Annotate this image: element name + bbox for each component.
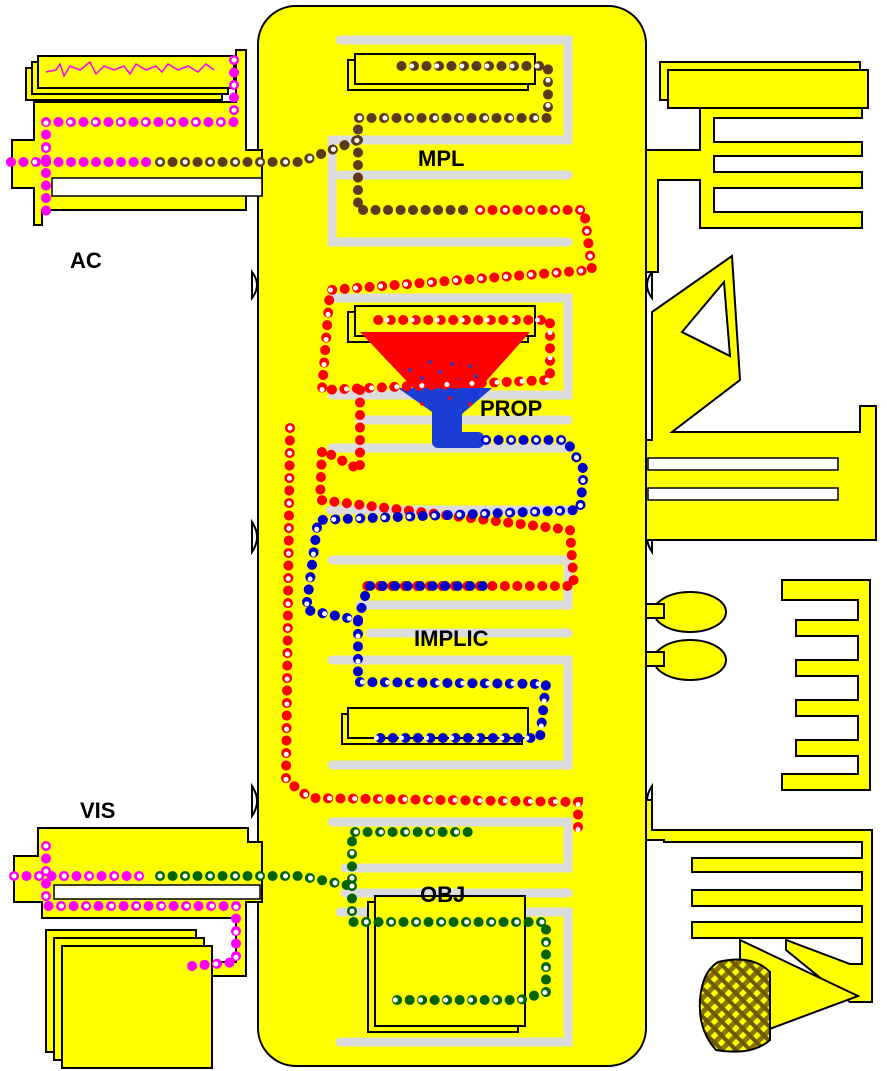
label-vis: VIS [80, 798, 116, 823]
brown-path-2 [353, 135, 475, 215]
ac-channel [51, 177, 263, 197]
prop-triangle [680, 279, 732, 358]
green-path-2 [347, 881, 551, 1005]
label-obj: OBJ [420, 882, 466, 907]
ac-waveform [45, 60, 215, 78]
obj-output-structure [645, 799, 873, 1003]
ac-inner-stack [25, 55, 235, 101]
motor-output-top [645, 103, 863, 273]
label-ac: AC [70, 248, 102, 273]
token-bead-icon [7, 57, 595, 1003]
label-prop: PROP [480, 396, 543, 421]
prop-output-lines [647, 457, 839, 501]
label-mpl: MPL [418, 146, 465, 171]
implic-bulbs [645, 591, 727, 681]
green-path [155, 827, 479, 893]
red-path-2 [314, 385, 580, 591]
implic-output-structure [781, 579, 871, 791]
magenta-path-ac-2 [41, 143, 155, 220]
motor-output-stack [659, 61, 869, 109]
vis-channel [53, 884, 261, 900]
mesh-grid-icon [698, 958, 771, 1053]
vis-stack [45, 929, 213, 1069]
red-path-3 [280, 423, 583, 841]
blue-path-2 [353, 581, 499, 625]
label-implic: IMPLIC [414, 626, 489, 651]
